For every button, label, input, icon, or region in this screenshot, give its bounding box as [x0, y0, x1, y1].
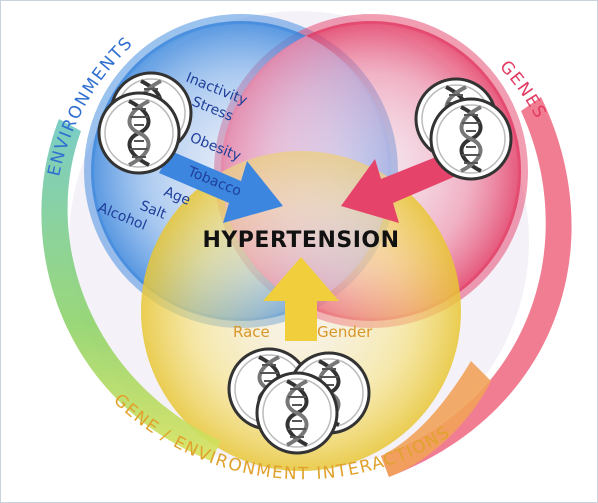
center-label: HYPERTENSION [202, 228, 399, 253]
dna-cell-icon [429, 97, 513, 181]
orange-arc [381, 361, 491, 477]
genes-arrow [341, 151, 463, 223]
factor-gender: Gender [317, 323, 373, 341]
green-arc [41, 119, 221, 461]
dna-cell-icon [255, 371, 339, 455]
factor-race: Race [233, 323, 270, 341]
interactions-arrow [263, 257, 339, 341]
dna-cell-icon [97, 91, 181, 175]
environments-arrow [159, 151, 283, 223]
